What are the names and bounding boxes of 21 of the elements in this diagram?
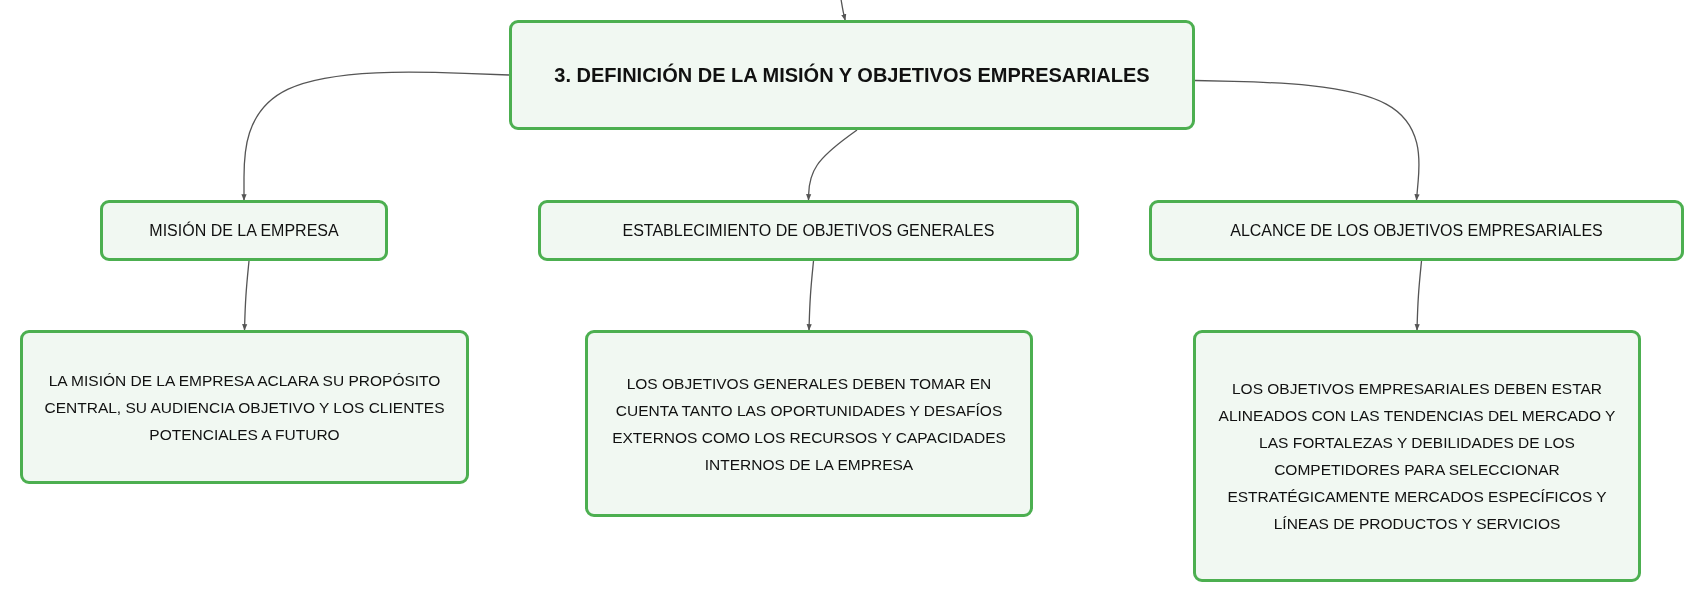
connector-arrow [840, 0, 847, 21]
topic-box [585, 330, 1033, 517]
connector-arrow [241, 71, 510, 201]
title-box [509, 20, 1195, 130]
node-text: 3. DEFINICIÓN DE LA MISIÓN Y OBJETIVOS EMPRESARIALES [554, 63, 1150, 87]
node-text: LOS OBJETIVOS EMPRESARIALES DEBEN ESTAR ALINEADOS CON LAS TENDENCIAS DEL MERCADO Y LAS FORTALEZAS Y DEBILIDADES DE LOS COMPETIDORES PARA SELECCIONAR ESTRATÉGICAMENTE MERCADOS ESPECÍFICOS Y LÍNEAS DE PRODUCTOS Y SERVICIOS [1217, 379, 1617, 534]
topic-box [1149, 200, 1684, 261]
topic-box [538, 200, 1079, 261]
connector-arrow [1414, 260, 1423, 331]
connector-arrow [1194, 79, 1420, 201]
node-text: ESTABLECIMIENTO DE OBJETIVOS GENERALES [622, 221, 995, 240]
node-text: LA MISIÓN DE LA EMPRESA ACLARA SU PROPÓSITO CENTRAL, SU AUDIENCIA OBJETIVO Y LOS CLIENTES POTENCIALES A FUTURO [43, 370, 446, 445]
topic-box [20, 330, 469, 484]
connector-arrow [242, 260, 250, 331]
node-text: MISIÓN DE LA EMPRESA [149, 221, 339, 240]
connector-arrow [806, 260, 815, 331]
connector-arrow [806, 129, 858, 201]
topic-box [1193, 330, 1641, 582]
node-text: ALCANCE DE LOS OBJETIVOS EMPRESARIALES [1230, 221, 1603, 240]
topic-box [100, 200, 388, 261]
node-text: LOS OBJETIVOS GENERALES DEBEN TOMAR EN CUENTA TANTO LAS OPORTUNIDADES Y DESAFÍOS EXTERNOS COMO LOS RECURSOS Y CAPACIDADES INTERNOS DE LA EMPRESA [611, 373, 1007, 475]
